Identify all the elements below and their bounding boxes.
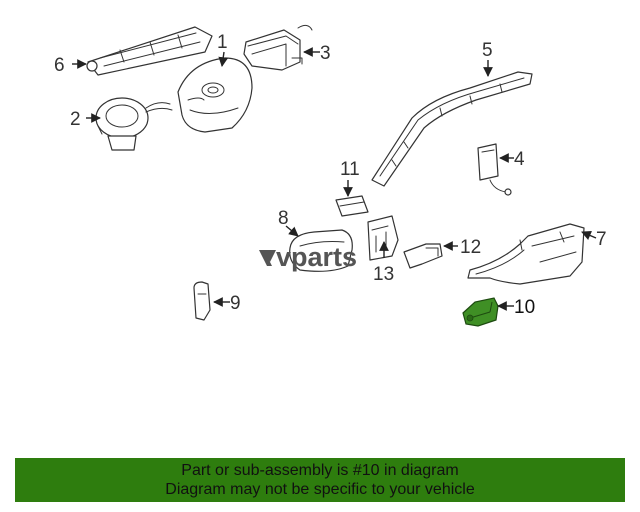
- part-8-control-unit: [289, 229, 353, 272]
- info-banner: Part or sub-assembly is #10 in diagram D…: [15, 458, 625, 502]
- part-10-highlighted-sensor[interactable]: [462, 297, 499, 327]
- leader-8: [285, 225, 299, 237]
- watermark-text: vparts: [276, 242, 357, 272]
- part-5-curtain-airbag: [371, 71, 533, 187]
- part-6-knee-airbag: [86, 26, 213, 76]
- callout-8: 8: [278, 208, 289, 229]
- part-7-side-airbag: [467, 223, 585, 285]
- part-3-passenger-airbag: [243, 24, 313, 71]
- callout-6: 6: [54, 55, 65, 76]
- part-11-sensor: [335, 195, 369, 217]
- callout-13: 13: [373, 264, 394, 285]
- callout-12: 12: [460, 237, 481, 258]
- callout-10: 10: [514, 297, 535, 318]
- part-1-steering-airbag: [177, 57, 253, 133]
- callout-11: 11: [340, 159, 360, 180]
- part-9-sensor: [193, 281, 211, 321]
- leader-1: [218, 51, 229, 67]
- vparts-watermark-logo: vparts: [259, 242, 357, 272]
- leader-7: [581, 230, 597, 240]
- part-13-bracket: [367, 215, 399, 261]
- part-2-clock-spring: [95, 97, 173, 151]
- callout-1: 1: [217, 32, 228, 53]
- part-4-sensor: [477, 143, 512, 196]
- callout-4: 4: [514, 149, 525, 170]
- callout-5: 5: [482, 40, 493, 61]
- banner-line-2: Diagram may not be specific to your vehi…: [165, 481, 475, 498]
- callout-7: 7: [596, 229, 607, 250]
- callout-2: 2: [70, 109, 81, 130]
- part-12-sensor: [403, 243, 443, 269]
- banner-line-1: Part or sub-assembly is #10 in diagram: [181, 462, 459, 479]
- callout-3: 3: [320, 43, 331, 64]
- callout-9: 9: [230, 293, 241, 314]
